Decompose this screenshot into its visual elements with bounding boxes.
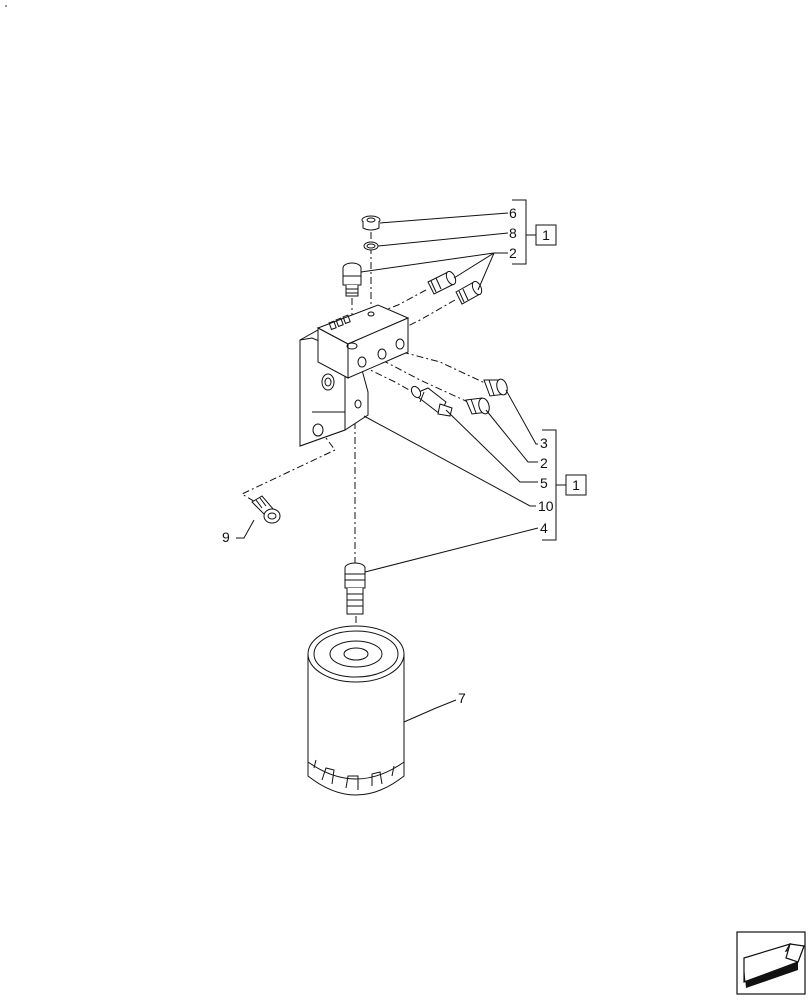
kit-badge-upper-label: 1 xyxy=(542,227,550,243)
plug-part-6 xyxy=(361,215,381,231)
kit-badge-upper: 1 xyxy=(535,224,557,246)
fitting-part-3 xyxy=(483,378,508,397)
kit-badge-lower: 1 xyxy=(565,474,587,496)
bolt-part-9 xyxy=(251,495,281,524)
corner-mark xyxy=(5,5,7,7)
fitting-part-2-upper-a xyxy=(427,270,457,295)
sensor-part-5 xyxy=(410,385,453,417)
callout-4: 4 xyxy=(540,520,548,536)
callout-8: 8 xyxy=(509,225,517,241)
seal-washer-part-8 xyxy=(363,241,379,251)
filter-head-bracket xyxy=(299,304,410,447)
kit-badge-lower-label: 1 xyxy=(572,477,580,493)
leader-lines xyxy=(236,212,539,723)
callout-3: 3 xyxy=(540,435,548,451)
lower-group-bracket xyxy=(542,429,566,541)
callout-6: 6 xyxy=(509,205,517,221)
callout-2-lower: 2 xyxy=(540,455,548,471)
callout-9: 9 xyxy=(222,529,230,545)
fitting-part-2-upper-b xyxy=(455,280,483,305)
fitting-part-2-vertical xyxy=(342,262,362,297)
callout-10: 10 xyxy=(538,498,554,514)
filter-cartridge-part-7 xyxy=(307,625,405,796)
callout-2-upper: 2 xyxy=(509,245,517,261)
fitting-part-2-mid xyxy=(465,397,490,415)
next-page-arrow-icon[interactable] xyxy=(736,931,806,995)
callout-5: 5 xyxy=(540,475,548,491)
callout-7: 7 xyxy=(458,690,466,706)
adapter-nipple-part-4 xyxy=(344,562,366,615)
upper-group-bracket xyxy=(512,199,536,265)
